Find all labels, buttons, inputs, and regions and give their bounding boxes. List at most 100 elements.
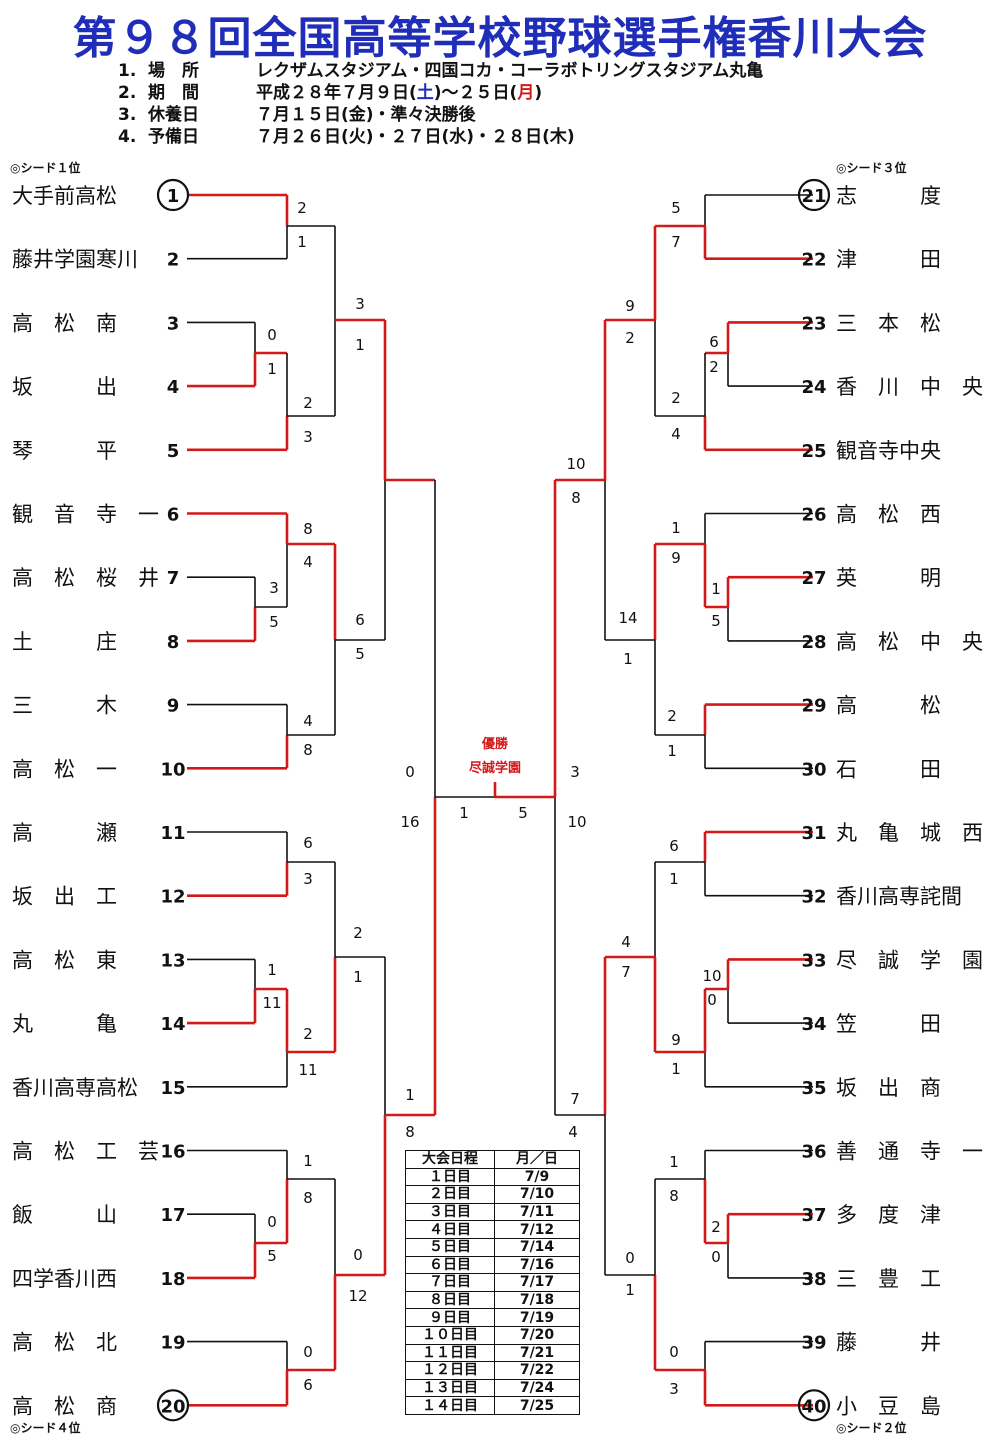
team-name: 香川高専詫間 [836, 885, 962, 909]
team-number: 5 [167, 441, 180, 462]
score-label: 4 [303, 553, 313, 571]
team-number: 29 [801, 696, 826, 717]
team-number: 25 [801, 441, 826, 462]
team-number: 39 [801, 1333, 826, 1354]
team-name: 高 松 東 [12, 948, 117, 972]
score-label: 7 [621, 963, 631, 981]
score-label: 0 [625, 1249, 635, 1267]
info-label: 休養日 [148, 105, 199, 125]
score-label: 3 [570, 763, 580, 781]
team-name: 丸 亀 城 西 [836, 821, 983, 845]
team-number: 1 [167, 186, 180, 207]
score-label: 4 [671, 425, 681, 443]
team-number: 28 [801, 632, 826, 653]
team-number: 35 [801, 1078, 826, 1099]
team-name: 高 松 [836, 694, 941, 718]
score-label: 1 [297, 233, 307, 251]
team-name: 観 音 寺 一 [12, 503, 159, 527]
period-mid: )～２５日( [433, 83, 518, 103]
score-label: 6 [303, 834, 313, 852]
team-number: 12 [160, 887, 185, 908]
score-label: 0 [711, 1248, 721, 1266]
team-number: 26 [801, 505, 826, 526]
team-name: 小 豆 島 [836, 1394, 941, 1418]
team-name: 藤 井 [836, 1331, 941, 1355]
score-label: 2 [709, 358, 719, 376]
schedule-day: ８日目 [405, 1290, 495, 1310]
team-number: 13 [160, 950, 185, 971]
score-label: 2 [297, 199, 307, 217]
team-name: 坂 出 [12, 375, 117, 399]
score-label: 12 [348, 1287, 367, 1305]
score-label: 0 [267, 1213, 277, 1231]
info-value: ７月１５日(金)・準々決勝後 [256, 105, 476, 125]
info-rest-day: 3. 休養日 ７月１５日(金)・準々決勝後 [118, 104, 763, 126]
score-label: 4 [621, 933, 631, 951]
seed-label: ◎シード４位 [10, 1420, 80, 1435]
info-value: ７月２６日(火)・２７日(水)・２８日(木) [256, 127, 575, 147]
score-label: 8 [303, 741, 313, 759]
score-label: 8 [571, 489, 581, 507]
score-label: 2 [671, 389, 681, 407]
team-number: 23 [801, 313, 826, 334]
team-number: 16 [160, 1142, 185, 1163]
info-label: 場 所 [148, 61, 199, 81]
schedule-date: 7/11 [494, 1202, 580, 1222]
info-venue: 1. 場 所 レクザムスタジアム・四国コカ・コーラボトリングスタジアム丸亀 [118, 60, 763, 82]
score-label: 1 [303, 1152, 313, 1170]
schedule-day: １４日目 [405, 1396, 495, 1415]
score-label: 1 [405, 1086, 415, 1104]
info-label: 期 間 [148, 83, 199, 103]
team-name: 尽 誠 学 園 [836, 948, 983, 972]
score-label: 3 [269, 579, 279, 597]
team-name: 香川高専高松 [12, 1076, 138, 1100]
info-num: 1. [118, 61, 137, 81]
score-label: 8 [405, 1123, 415, 1141]
info-num: 3. [118, 105, 137, 125]
team-number: 31 [801, 823, 826, 844]
score-label: 1 [669, 870, 679, 888]
schedule-day: ３日目 [405, 1202, 495, 1222]
score-label: 5 [671, 199, 681, 217]
seed-circle [797, 1389, 831, 1422]
team-name: 高 松 一 [12, 757, 117, 781]
score-label: 0 [303, 1343, 313, 1361]
schedule-day: １０日目 [405, 1325, 495, 1345]
score-label: 7 [570, 1090, 580, 1108]
score-label: 1 [671, 519, 681, 537]
team-number: 34 [801, 1014, 826, 1035]
score-label: 1 [355, 336, 365, 354]
score-label: 1 [459, 804, 469, 822]
score-label: 0 [707, 991, 717, 1009]
team-name: 藤井学園寒川 [12, 248, 138, 272]
info-value: 平成２８年７月９日(土)～２５日(月) [256, 82, 542, 104]
score-label: 3 [303, 428, 313, 446]
score-label: 9 [671, 1031, 681, 1049]
team-name: 観音寺中央 [836, 439, 941, 463]
team-name: 三 木 [12, 694, 117, 718]
schedule-date: 7/9 [494, 1167, 580, 1187]
score-label: 9 [671, 549, 681, 567]
champion-team: 尽誠学園 [469, 760, 521, 776]
team-number: 6 [167, 505, 180, 526]
schedule-day: １日目 [405, 1167, 495, 1187]
team-name: 三 本 松 [836, 311, 941, 335]
score-label: 11 [298, 1061, 317, 1079]
team-number: 32 [801, 887, 826, 908]
info-num: 2. [118, 83, 137, 103]
score-label: 0 [669, 1343, 679, 1361]
team-name: 英 明 [836, 566, 941, 590]
info-value: レクザムスタジアム・四国コカ・コーラボトリングスタジアム丸亀 [256, 61, 764, 81]
schedule-day: ４日目 [405, 1220, 495, 1239]
team-number: 18 [160, 1269, 185, 1290]
team-name: 高 松 桜 井 [12, 566, 159, 590]
score-label: 10 [566, 455, 585, 473]
score-label: 8 [303, 520, 313, 538]
